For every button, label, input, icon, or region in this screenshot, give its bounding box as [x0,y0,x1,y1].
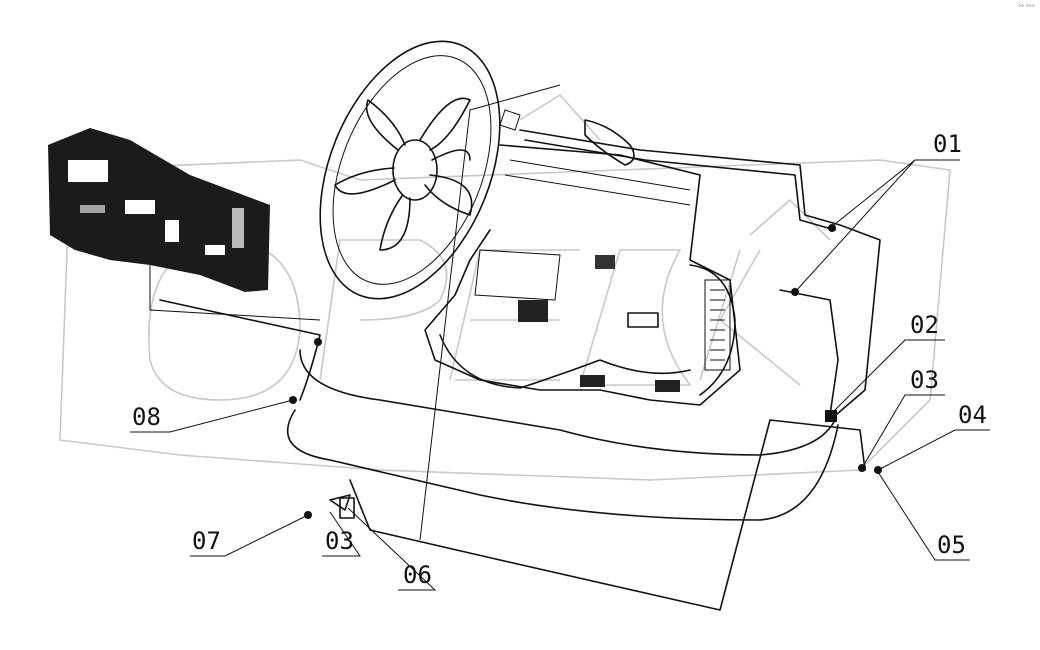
callout-03: 03 [910,366,939,394]
cooling-fan [319,40,501,300]
callout-labels: 01 02 03 04 05 06 07 08 03 [132,130,987,589]
control-panel [48,128,321,321]
corner-mark: °° °°° [1018,4,1035,11]
callout-02: 02 [910,311,939,339]
callout-01: 01 [933,130,962,158]
callout-05: 05 [937,531,966,559]
callout-07: 07 [192,527,221,555]
callout-08: 08 [132,403,161,431]
watermark [59,93,951,481]
callout-06: 06 [403,561,432,589]
leader-lines [130,159,990,591]
hose-lines [159,84,882,611]
engine-assembly [424,109,741,406]
callout-03-left: 03 [325,527,354,555]
callout-04: 04 [958,401,987,429]
